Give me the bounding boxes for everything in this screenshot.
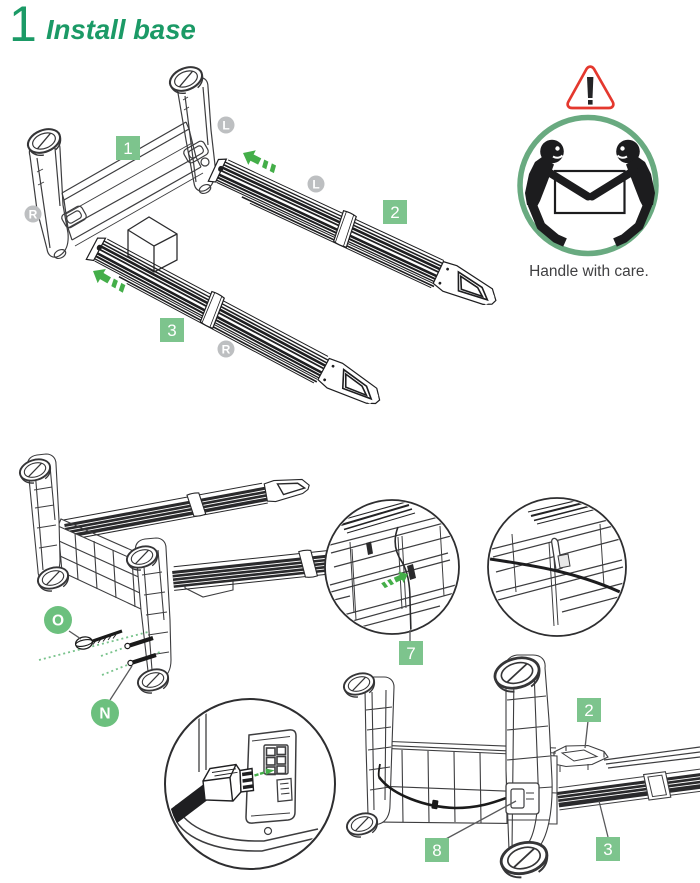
- svg-text:1: 1: [9, 0, 37, 52]
- svg-text:Handle with care.: Handle with care.: [529, 263, 649, 280]
- svg-text:L: L: [222, 119, 229, 133]
- svg-text:3: 3: [603, 840, 612, 859]
- svg-text:L: L: [312, 178, 319, 192]
- svg-text:2: 2: [584, 701, 593, 720]
- svg-text:7: 7: [406, 644, 415, 663]
- svg-text:2: 2: [390, 203, 399, 222]
- svg-text:R: R: [29, 208, 38, 222]
- svg-text:R: R: [222, 343, 231, 357]
- svg-text:Install base: Install base: [46, 14, 196, 45]
- svg-text:N: N: [99, 706, 110, 723]
- svg-text:1: 1: [123, 139, 132, 158]
- svg-text:8: 8: [432, 841, 441, 860]
- svg-text:3: 3: [167, 321, 176, 340]
- svg-text:O: O: [52, 613, 64, 630]
